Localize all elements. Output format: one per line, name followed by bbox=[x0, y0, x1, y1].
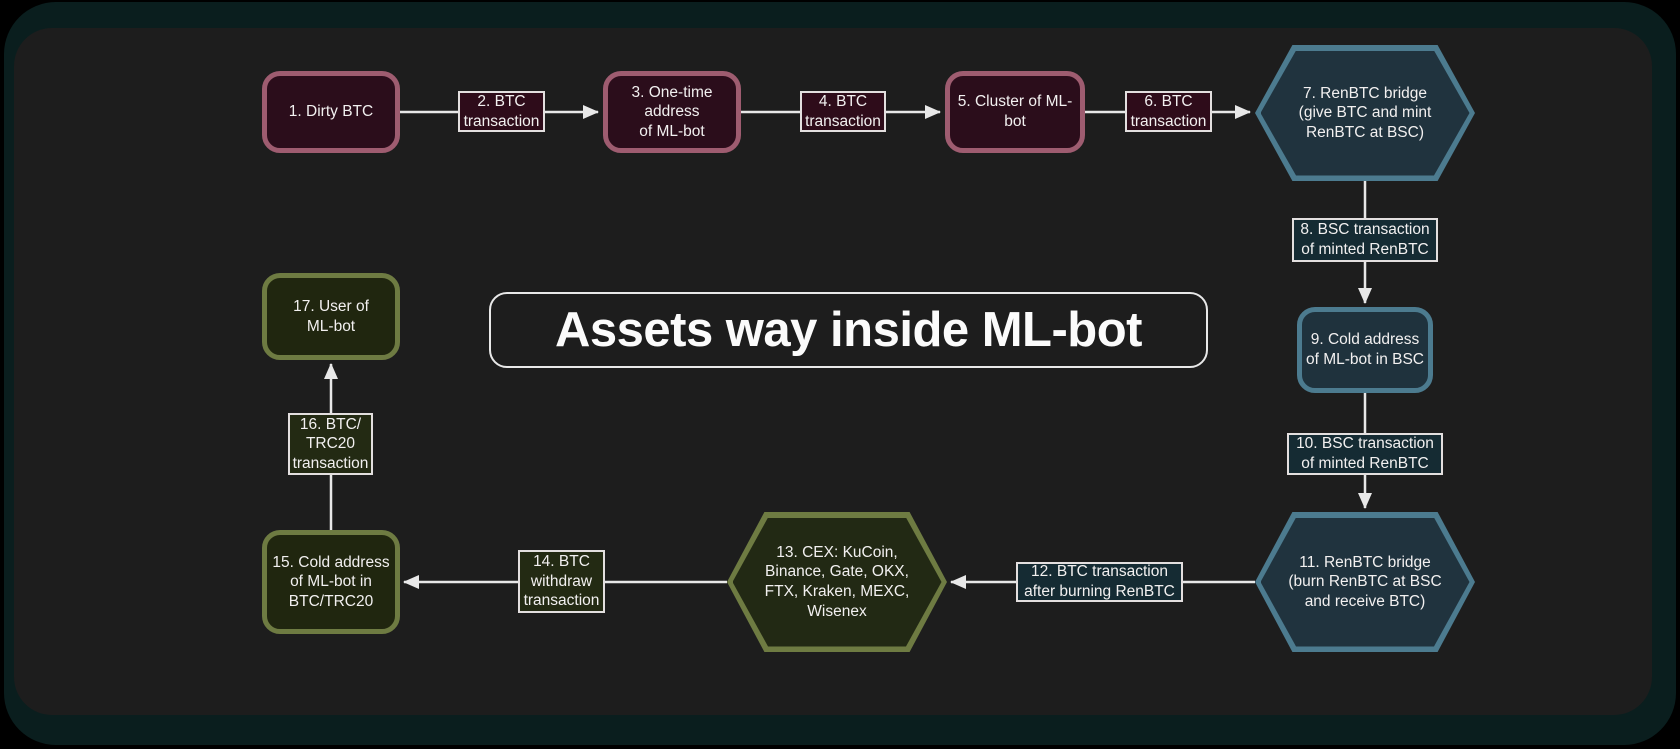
node-label: 17. User of ML-bot bbox=[293, 297, 369, 335]
node-label: 13. CEX: KuCoin, Binance, Gate, OKX, FTX… bbox=[764, 543, 910, 620]
edge-label-btc-transaction-4: 4. BTC transaction bbox=[800, 91, 886, 132]
node-dirty-btc: 1. Dirty BTC bbox=[262, 71, 400, 153]
diagram-title: Assets way inside ML-bot bbox=[554, 303, 1143, 357]
edge-label-text: 12. BTC transaction after burning RenBTC bbox=[1024, 563, 1175, 600]
node-cluster-of-ml-bot: 5. Cluster of ML- bot bbox=[945, 71, 1085, 153]
edge-label-bsc-transaction-8: 8. BSC transaction of minted RenBTC bbox=[1292, 218, 1438, 262]
node-renbtc-bridge-mint: 7. RenBTC bridge (give BTC and mint RenB… bbox=[1255, 45, 1475, 181]
edge-label-text: 10. BSC transaction of minted RenBTC bbox=[1296, 435, 1434, 472]
node-cex-exchanges: 13. CEX: KuCoin, Binance, Gate, OKX, FTX… bbox=[727, 512, 947, 652]
node-user-of-ml-bot: 17. User of ML-bot bbox=[262, 273, 400, 360]
node-cold-address-btc-trc20: 15. Cold address of ML-bot in BTC/TRC20 bbox=[262, 530, 400, 634]
edge-label-btc-transaction-6: 6. BTC transaction bbox=[1125, 91, 1212, 132]
edge-label-bsc-transaction-10: 10. BSC transaction of minted RenBTC bbox=[1287, 433, 1443, 475]
edge-label-btc-after-burning-12: 12. BTC transaction after burning RenBTC bbox=[1016, 562, 1183, 602]
node-one-time-address: 3. One-time address of ML-bot bbox=[603, 71, 741, 153]
node-label: 5. Cluster of ML- bot bbox=[957, 93, 1073, 130]
node-label: 15. Cold address of ML-bot in BTC/TRC20 bbox=[272, 553, 390, 610]
edge-label-text: 14. BTC withdraw transaction bbox=[523, 553, 600, 610]
node-cold-address-bsc: 9. Cold address of ML-bot in BSC bbox=[1297, 307, 1433, 393]
node-label: 11. RenBTC bridge (burn RenBTC at BSC an… bbox=[1288, 553, 1442, 610]
edge-label-btc-withdraw-14: 14. BTC withdraw transaction bbox=[518, 550, 605, 613]
edge-label-text: 6. BTC transaction bbox=[1130, 92, 1207, 130]
node-renbtc-bridge-burn: 11. RenBTC bridge (burn RenBTC at BSC an… bbox=[1255, 512, 1475, 652]
edge-label-text: 8. BSC transaction of minted RenBTC bbox=[1300, 221, 1430, 258]
node-label: 3. One-time address of ML-bot bbox=[631, 83, 713, 140]
edge-label-btc-transaction-2: 2. BTC transaction bbox=[458, 91, 545, 132]
diagram-title-box: Assets way inside ML-bot bbox=[489, 292, 1208, 368]
node-label: 1. Dirty BTC bbox=[288, 103, 374, 121]
edge-label-text: 16. BTC/ TRC20 transaction bbox=[292, 415, 369, 472]
edge-label-text: 4. BTC transaction bbox=[805, 92, 881, 130]
edge-label-btc-trc20-16: 16. BTC/ TRC20 transaction bbox=[288, 413, 373, 475]
node-label: 7. RenBTC bridge (give BTC and mint RenB… bbox=[1298, 84, 1432, 141]
edge-label-text: 2. BTC transaction bbox=[463, 92, 540, 130]
node-label: 9. Cold address of ML-bot in BSC bbox=[1305, 331, 1425, 368]
